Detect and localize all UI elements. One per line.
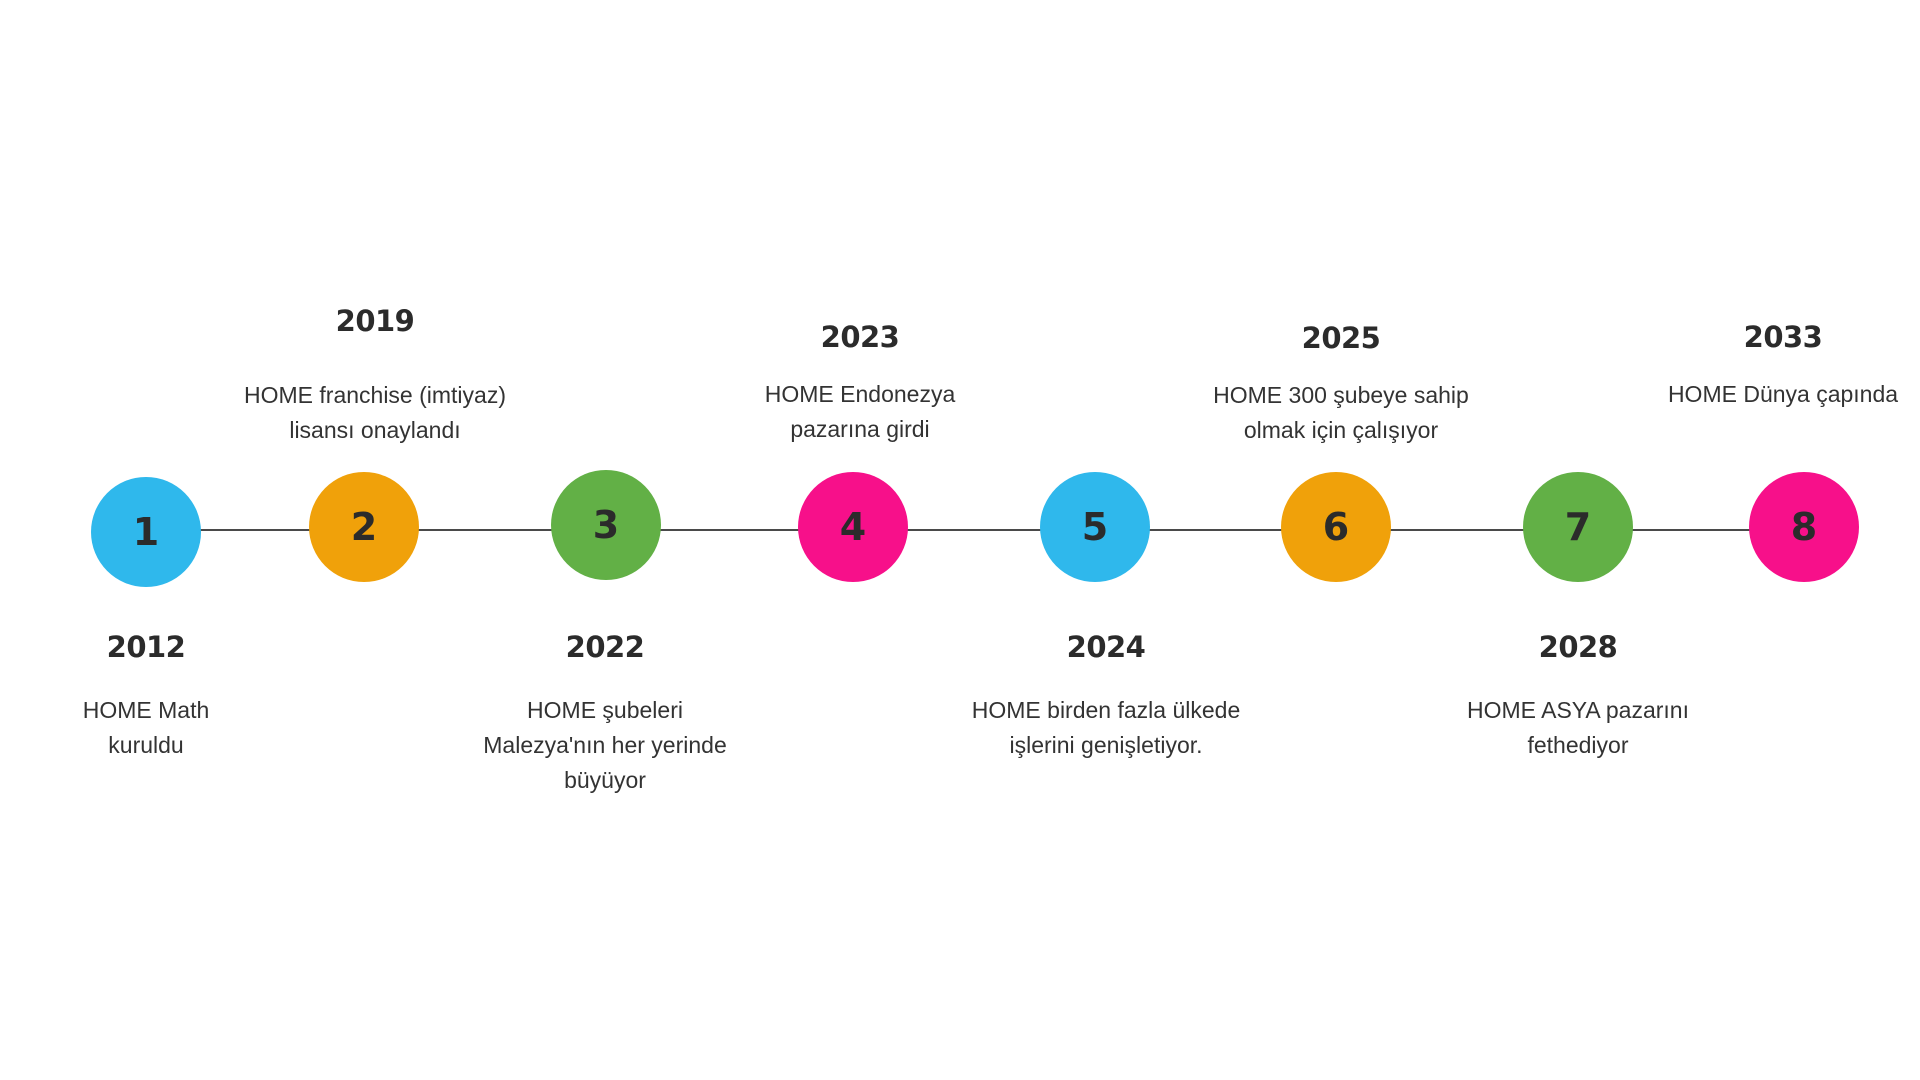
node-number: 1 [132, 510, 160, 554]
event-description: HOME franchise (imtiyaz) lisansı onaylan… [205, 378, 545, 448]
event-description-line: fethediyor [1527, 732, 1629, 758]
event-year: 2022 [565, 630, 645, 664]
event-year: 2012 [106, 630, 186, 664]
event-description-line: olmak için çalışıyor [1243, 417, 1439, 443]
event-description-line: HOME ASYA pazarını [1466, 697, 1689, 723]
event-description-line: HOME Dünya çapında [1667, 381, 1899, 407]
event-description-line: HOME şubeleri [527, 697, 683, 723]
event-description-line: işlerini genişletiyor. [1009, 732, 1203, 758]
timeline-event-4: 2023 HOME Endonezya pazarına girdi [690, 319, 1030, 447]
event-description-line: lisansı onaylandı [289, 417, 461, 443]
event-year: 2023 [820, 320, 900, 354]
node-number: 2 [350, 505, 378, 549]
event-description: HOME 300 şubeye sahip olmak için çalışıy… [1171, 378, 1511, 448]
timeline-event-6: 2025 HOME 300 şubeye sahip olmak için ça… [1171, 320, 1511, 448]
event-description: HOME Endonezya pazarına girdi [690, 377, 1030, 447]
node-number: 4 [839, 505, 867, 549]
timeline-event-2: 2019 HOME franchise (imtiyaz) lisansı on… [205, 303, 545, 448]
timeline-node-3: 3 [551, 470, 661, 580]
timeline-event-5: 2024 HOME birden fazla ülkede işlerini g… [936, 629, 1276, 763]
event-year: 2028 [1538, 630, 1618, 664]
event-description: HOME Math kuruldu [0, 693, 316, 763]
event-description-line: pazarına girdi [790, 416, 930, 442]
event-description-line: kuruldu [108, 732, 184, 758]
event-description: HOME şubeleri Malezya'nın her yerinde bü… [435, 693, 775, 798]
event-description-line: HOME 300 şubeye sahip [1213, 382, 1469, 408]
event-description: HOME ASYA pazarını fethediyor [1408, 693, 1748, 763]
timeline-node-5: 5 [1040, 472, 1150, 582]
timeline-event-8: 2033 HOME Dünya çapında [1613, 319, 1920, 412]
node-number: 7 [1564, 505, 1592, 549]
event-description-line: HOME Math [82, 697, 210, 723]
timeline-event-7: 2028 HOME ASYA pazarını fethediyor [1408, 629, 1748, 763]
node-number: 8 [1790, 505, 1818, 549]
event-year: 2033 [1743, 320, 1823, 354]
event-description-line: HOME Endonezya [764, 381, 956, 407]
timeline-node-1: 1 [91, 477, 201, 587]
timeline-node-4: 4 [798, 472, 908, 582]
timeline-node-8: 8 [1749, 472, 1859, 582]
event-description-line: HOME franchise (imtiyaz) [244, 382, 506, 408]
event-description: HOME Dünya çapında [1613, 377, 1920, 412]
event-description: HOME birden fazla ülkede işlerini genişl… [936, 693, 1276, 763]
event-year: 2019 [335, 304, 415, 338]
timeline-node-2: 2 [309, 472, 419, 582]
event-year: 2024 [1066, 630, 1146, 664]
timeline-line [145, 529, 1810, 531]
event-description-line: HOME birden fazla ülkede [971, 697, 1241, 723]
timeline-event-1: 2012 HOME Math kuruldu [0, 629, 316, 763]
node-number: 5 [1081, 505, 1109, 549]
event-description-line: Malezya'nın her yerinde [483, 732, 727, 758]
event-year: 2025 [1301, 321, 1381, 355]
timeline-event-3: 2022 HOME şubeleri Malezya'nın her yerin… [435, 629, 775, 798]
event-description-line: büyüyor [564, 767, 646, 793]
node-number: 6 [1322, 505, 1350, 549]
node-number: 3 [592, 503, 620, 547]
timeline-node-7: 7 [1523, 472, 1633, 582]
timeline-node-6: 6 [1281, 472, 1391, 582]
